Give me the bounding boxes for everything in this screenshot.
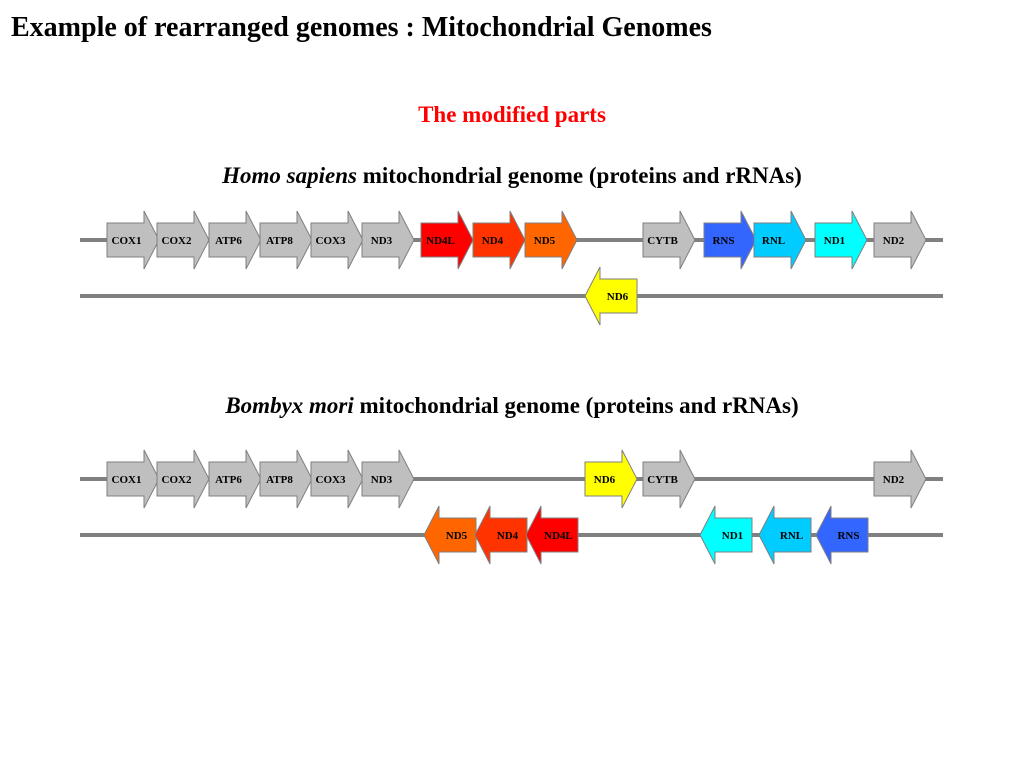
- gene-label: COX2: [162, 235, 192, 247]
- slide-title: Example of rearranged genomes : Mitochon…: [11, 12, 712, 43]
- gene-arrow-nd4: ND4: [472, 210, 526, 270]
- gene-label: COX2: [162, 474, 192, 486]
- gene-arrow-cox3: COX3: [310, 449, 364, 509]
- gene-label: COX1: [112, 235, 142, 247]
- gene-label: ATP6: [215, 474, 242, 486]
- gene-arrow-rns: RNS: [815, 505, 869, 565]
- gene-arrow-nd1: ND1: [814, 210, 868, 270]
- gene-label: ND1: [824, 235, 845, 247]
- gene-arrow-atp8: ATP8: [259, 210, 313, 270]
- gene-arrow-nd4l: ND4L: [525, 505, 579, 565]
- gene-label: ATP8: [266, 235, 293, 247]
- gene-arrow-nd6: ND6: [584, 266, 638, 326]
- gene-arrow-nd5: ND5: [423, 505, 477, 565]
- gene-label: ND5: [534, 235, 556, 247]
- gene-arrow-nd2: ND2: [873, 449, 927, 509]
- gene-arrow-rns: RNS: [703, 210, 757, 270]
- genome-description: mitochondrial genome (proteins and rRNAs…: [362, 163, 802, 188]
- gene-arrow-nd3: ND3: [361, 210, 415, 270]
- gene-arrow-nd5: ND5: [524, 210, 578, 270]
- gene-label: RNL: [780, 530, 803, 542]
- gene-arrow-cytb: CYTB: [642, 210, 696, 270]
- gene-arrow-atp6: ATP6: [208, 449, 262, 509]
- gene-label: ND6: [594, 474, 616, 486]
- gene-arrow-nd1: ND1: [699, 505, 753, 565]
- gene-label: ND3: [371, 235, 393, 247]
- gene-arrow-nd3: ND3: [361, 449, 415, 509]
- gene-arrow-cox1: COX1: [106, 210, 160, 270]
- gene-arrow-nd2: ND2: [873, 210, 927, 270]
- gene-arrow-atp6: ATP6: [208, 210, 262, 270]
- gene-label: ATP8: [266, 474, 293, 486]
- gene-label: ND5: [446, 530, 468, 542]
- gene-arrow-rnl: RNL: [753, 210, 807, 270]
- gene-label: CYTB: [647, 474, 678, 486]
- gene-label: ND1: [722, 530, 743, 542]
- gene-arrow-cytb: CYTB: [642, 449, 696, 509]
- gene-label: ND3: [371, 474, 393, 486]
- gene-label: COX1: [112, 474, 142, 486]
- species-name: Homo sapiens: [222, 163, 357, 188]
- gene-arrow-cox3: COX3: [310, 210, 364, 270]
- gene-arrow-rnl: RNL: [758, 505, 812, 565]
- gene-arrow-cox2: COX2: [156, 210, 210, 270]
- gene-label: RNL: [762, 235, 785, 247]
- human-genome-title: Homo sapiens mitochondrial genome (prote…: [0, 163, 1024, 189]
- gene-label: CYTB: [647, 235, 678, 247]
- species-name: Bombyx mori: [225, 393, 354, 418]
- modified-parts-subtitle: The modified parts: [418, 102, 606, 127]
- gene-arrow-nd4l: ND4L: [420, 210, 474, 270]
- gene-label: ND6: [607, 291, 629, 303]
- gene-arrow-atp8: ATP8: [259, 449, 313, 509]
- gene-label: ND4: [482, 235, 504, 247]
- genome-description: mitochondrial genome (proteins and rRNAs…: [359, 393, 799, 418]
- gene-label: ND4L: [544, 530, 573, 542]
- bombyx-genome-title: Bombyx mori mitochondrial genome (protei…: [0, 393, 1024, 419]
- gene-label: ATP6: [215, 235, 242, 247]
- gene-label: ND2: [883, 474, 905, 486]
- gene-label: ND2: [883, 235, 905, 247]
- gene-arrow-nd4: ND4: [474, 505, 528, 565]
- gene-arrow-cox2: COX2: [156, 449, 210, 509]
- gene-label: ND4: [497, 530, 519, 542]
- gene-arrow-nd6: ND6: [584, 449, 638, 509]
- gene-label: COX3: [316, 235, 346, 247]
- gene-label: RNS: [712, 235, 734, 247]
- gene-label: ND4L: [426, 235, 455, 247]
- gene-label: RNS: [837, 530, 859, 542]
- gene-label: COX3: [316, 474, 346, 486]
- gene-arrow-cox1: COX1: [106, 449, 160, 509]
